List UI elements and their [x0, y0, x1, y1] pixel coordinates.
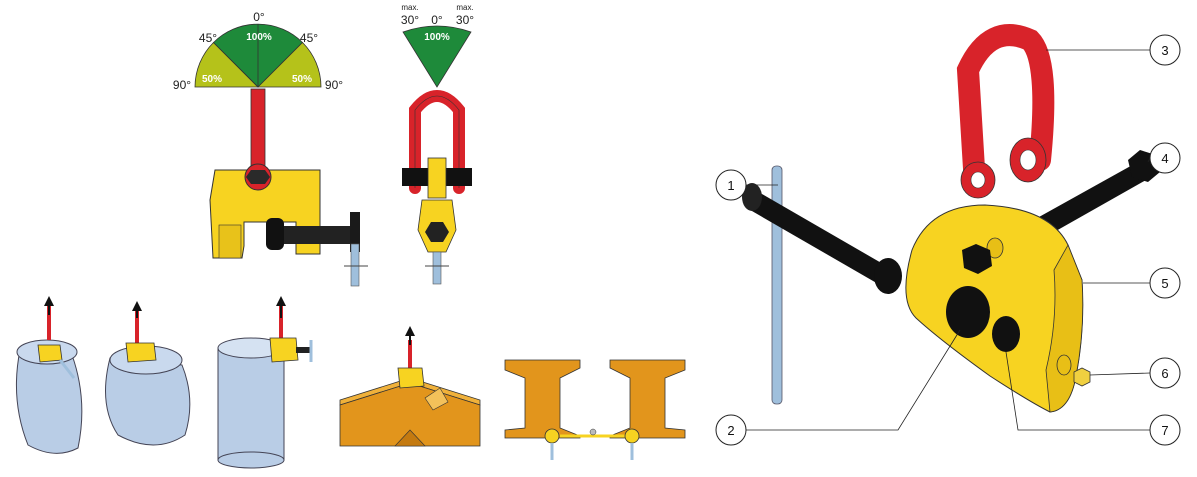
pipe-3-clamp — [269, 337, 299, 363]
part-body-side — [1045, 244, 1084, 413]
callout-1 — [715, 169, 747, 201]
plate-wedge — [424, 387, 449, 411]
callout-5 — [1149, 267, 1181, 299]
pipe-2-body — [105, 357, 191, 446]
fan-right-left-max: max. — [401, 3, 418, 12]
angle-fan-left: 0° 45° 45° 90° 90° 100% 50% 50% — [173, 10, 343, 92]
pipe-1-arrow-head — [44, 296, 54, 306]
part-cam — [992, 316, 1020, 352]
fan-right-right-max: max. — [456, 3, 473, 12]
pipe-3-body — [217, 347, 285, 461]
fan-left-zone-50-right — [257, 41, 322, 88]
screw-pin-front — [432, 251, 442, 285]
plate-groove — [394, 429, 426, 447]
pipe-2-arrow-head — [132, 301, 142, 311]
scene-beams — [504, 359, 686, 460]
part-spindle — [745, 190, 890, 285]
pipe-3-arrow-head — [276, 296, 286, 306]
fan-left-center-capacity: 100% — [246, 32, 272, 43]
shackle-eye-right-hole — [1019, 149, 1037, 171]
scene-pipe-angled — [15, 296, 83, 454]
callout-7 — [1149, 414, 1181, 446]
clamp-screw — [280, 226, 355, 244]
exploded-view — [742, 24, 1160, 413]
fan-right-right-angle: 30° — [456, 13, 474, 27]
callout-6 — [1149, 357, 1181, 389]
shackle-eye-left-hole — [970, 171, 986, 189]
callout-1-label: 1 — [727, 178, 734, 193]
pipe-2-clamp — [125, 342, 157, 363]
screw-nut — [350, 212, 360, 252]
clamp-front-view — [402, 90, 472, 285]
fan-right-zone-100 — [402, 25, 472, 88]
fan-left-lower-right-angle: 90° — [325, 78, 343, 92]
angle-fan-right: max. 30° max. 30° 0° 100% — [401, 3, 474, 88]
pipe-1-clamp — [37, 344, 63, 363]
pipe-3-bottom — [217, 451, 285, 469]
beam-clamp-left — [544, 428, 560, 444]
callouts: 1 2 3 4 5 6 7 — [715, 34, 1181, 446]
hex-nut-front — [425, 222, 449, 242]
fan-left-upper-left-angle: 45° — [199, 31, 217, 45]
fan-right-center-capacity: 100% — [424, 32, 450, 43]
leader-2 — [746, 329, 961, 431]
fan-left-lower-left-angle: 90° — [173, 78, 191, 92]
scene-pipe-vertical — [217, 296, 313, 469]
leader-7 — [1005, 351, 1150, 431]
part-shackle — [956, 24, 1055, 196]
beam-turnbuckle — [589, 428, 597, 436]
callout-3-label: 3 — [1161, 43, 1168, 58]
screw-knob — [266, 218, 284, 250]
callout-3 — [1149, 34, 1181, 66]
callout-7-label: 7 — [1161, 423, 1168, 438]
callout-6-label: 6 — [1161, 366, 1168, 381]
fan-left-left-capacity: 50% — [202, 74, 222, 85]
pipe-1-body — [15, 349, 83, 454]
plate-arrow-head — [405, 326, 415, 336]
fan-right-left-angle: 30° — [401, 13, 419, 27]
pipe-1-pin — [58, 359, 76, 379]
part-body-hole — [986, 237, 1004, 259]
part-small-nut — [1073, 367, 1091, 387]
callout-4 — [1149, 142, 1181, 174]
callout-5-label: 5 — [1161, 276, 1168, 291]
spindle-end — [742, 183, 762, 211]
scene-plate — [339, 326, 481, 447]
part-pressure-pad — [946, 286, 990, 338]
fan-left-upper-right-angle: 45° — [300, 31, 318, 45]
fan-right-top-angle: 0° — [431, 13, 443, 27]
screw-pin — [350, 243, 360, 287]
hex-bolt-head — [246, 170, 270, 184]
scene-pipe-horizontal — [105, 301, 191, 446]
pipe-3-screw — [296, 347, 310, 353]
fan-left-top-angle: 0° — [253, 10, 265, 24]
part-bolt — [1030, 163, 1146, 240]
callout-2 — [715, 414, 747, 446]
callout-4-label: 4 — [1161, 151, 1168, 166]
spindle-collar — [874, 258, 902, 294]
part-body-hole-lower — [1056, 354, 1072, 376]
beam-left — [504, 359, 581, 439]
plate-clamp — [397, 367, 425, 389]
beam-clamp-right — [624, 428, 640, 444]
shackle-outline — [414, 95, 460, 188]
beam-right — [609, 359, 686, 439]
clamp-side-view — [209, 88, 368, 287]
fan-left-right-capacity: 50% — [292, 74, 312, 85]
leader-6 — [1089, 372, 1151, 376]
callout-2-label: 2 — [727, 423, 734, 438]
clamp-jaw-lower — [218, 224, 242, 259]
clamp-body-front — [427, 157, 447, 199]
part-hex-nut — [962, 244, 992, 274]
